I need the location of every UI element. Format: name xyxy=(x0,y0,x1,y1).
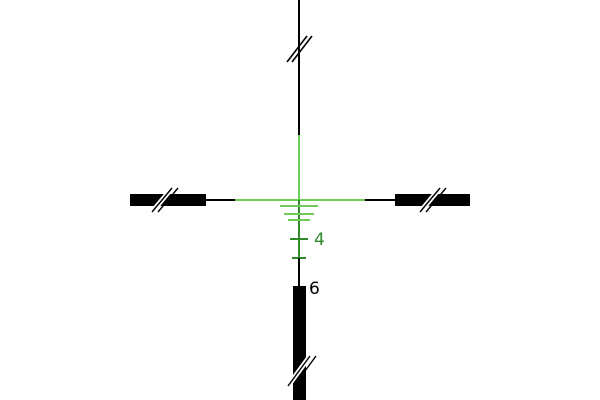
top-break-mark xyxy=(286,35,313,63)
post-label-6: 6 xyxy=(309,279,320,299)
right-break-mark xyxy=(418,186,447,214)
drop-label-4: 4 xyxy=(314,230,325,250)
bottom-break-mark xyxy=(285,354,317,388)
bottom-thick-post xyxy=(293,286,306,400)
left-break-mark xyxy=(150,186,179,214)
